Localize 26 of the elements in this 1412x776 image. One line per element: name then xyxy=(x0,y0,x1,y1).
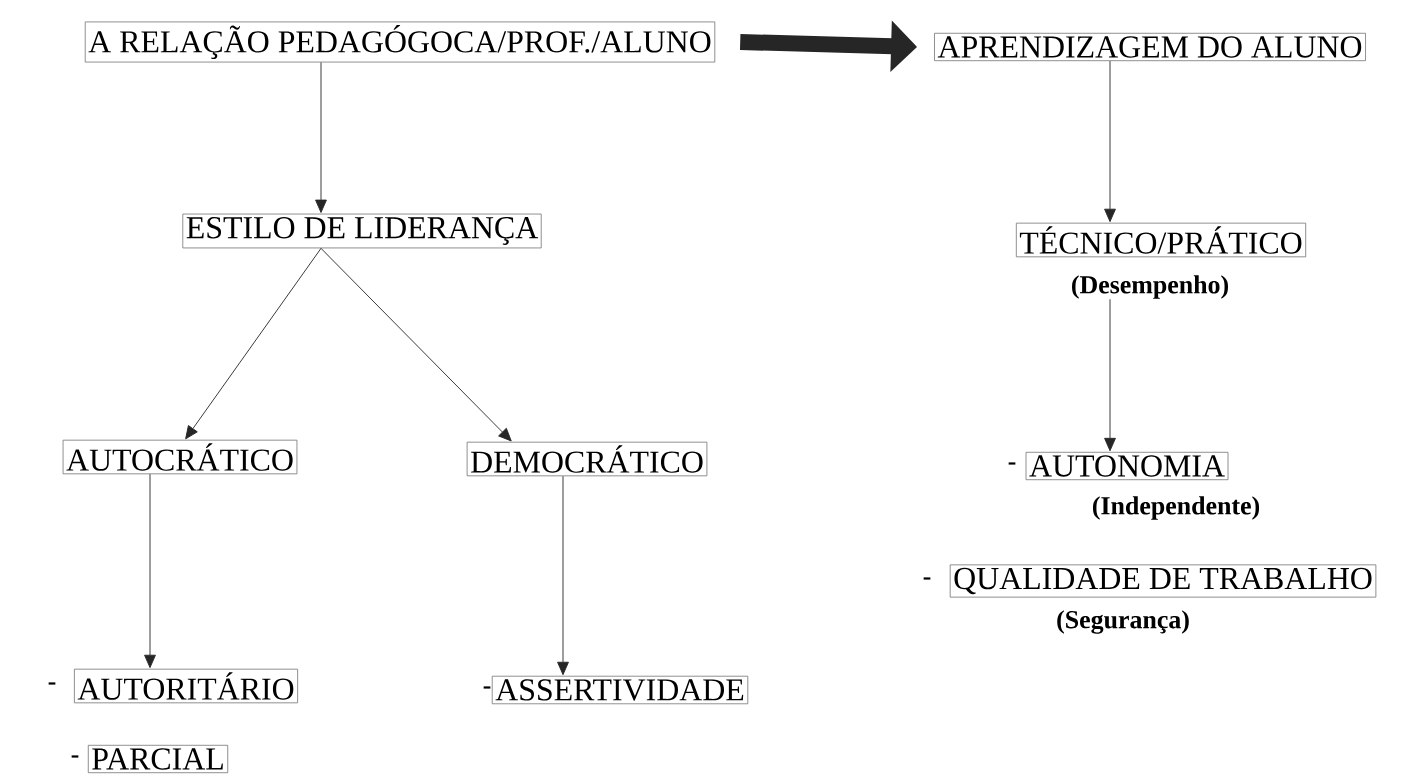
text-box: AUTORITÁRIO xyxy=(73,668,299,704)
note-text: (Independente) xyxy=(1092,496,1260,520)
text-box: AUTONOMIA xyxy=(1025,451,1229,481)
text-box: PARCIAL xyxy=(87,744,229,774)
note-text: - xyxy=(1008,462,1016,465)
text-box: QUALIDADE DE TRABALHO xyxy=(949,564,1377,598)
arrow xyxy=(315,62,327,213)
text-box: AUTOCRÁTICO xyxy=(62,439,298,475)
note-text: - xyxy=(923,577,931,580)
text-box: TÉCNICO/PRÁTICO xyxy=(1015,222,1307,258)
arrow xyxy=(144,473,156,669)
text-box: A RELAÇÃO PEDAGÓGOCA/PROF./ALUNO xyxy=(84,21,716,63)
note-text: - xyxy=(48,682,56,685)
text-box: ASSERTIVIDADE xyxy=(491,675,749,705)
arrow xyxy=(557,475,569,676)
arrow xyxy=(320,247,512,442)
note-text: - xyxy=(483,686,491,689)
note-text: (Segurança) xyxy=(1057,610,1189,634)
arrow xyxy=(185,247,322,440)
arrow xyxy=(1104,298,1116,452)
text-box: ESTILO DE LIDERANÇA xyxy=(182,213,542,249)
arrow xyxy=(1104,60,1116,223)
note-text: (Desempenho) xyxy=(1072,275,1228,299)
note-text: - xyxy=(71,755,79,758)
text-box: DEMOCRÁTICO xyxy=(466,441,708,477)
text-box: APRENDIZAGEM DO ALUNO xyxy=(934,32,1366,62)
